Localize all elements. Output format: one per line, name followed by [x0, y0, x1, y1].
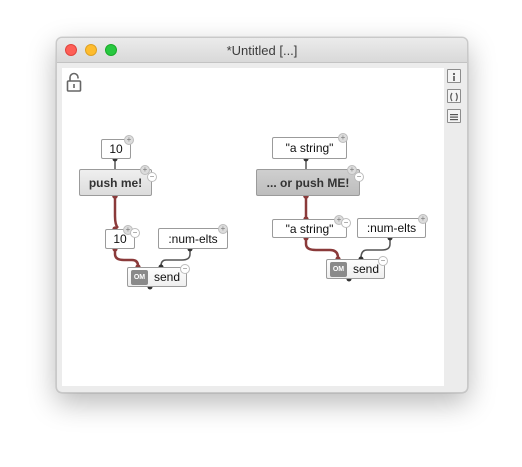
- parentheses-button[interactable]: [447, 89, 461, 103]
- string-value-text: "a string": [285, 141, 334, 155]
- parentheses-icon: [450, 92, 458, 102]
- remove-inlet-icon[interactable]: −: [354, 172, 364, 182]
- keyword-num-elts-text: :num-elts: [168, 231, 218, 246]
- output-value-text: 10: [113, 232, 127, 246]
- keyword-num-elts-text-right: :num-elts: [366, 221, 417, 235]
- wire-keyword2-to-send: [360, 238, 391, 259]
- add-inlet-icon[interactable]: +: [347, 165, 357, 175]
- push-me-button[interactable]: push me!: [79, 169, 152, 196]
- keyword-num-elts-box-right[interactable]: :num-elts: [357, 218, 426, 238]
- wire-value-to-send: [113, 249, 140, 267]
- patch-canvas[interactable]: 10 + push me! + − 10 + − :num-elts + OM …: [62, 68, 444, 386]
- wire-button-to-value: [113, 196, 119, 229]
- value-box-10[interactable]: 10: [101, 139, 131, 159]
- send-function-box-right[interactable]: OM send: [326, 259, 385, 279]
- minimize-button[interactable]: [85, 44, 97, 56]
- or-push-me-button[interactable]: ... or push ME!: [256, 169, 360, 196]
- window-title: *Untitled [...]: [226, 43, 298, 58]
- patch-window: *Untitled [...]: [56, 37, 468, 393]
- list-button[interactable]: [447, 109, 461, 123]
- wire-keyword-to-send: [160, 249, 191, 267]
- remove-inlet-icon[interactable]: −: [341, 218, 351, 228]
- om-badge-icon: OM: [330, 261, 347, 277]
- add-inlet-icon[interactable]: +: [140, 165, 150, 175]
- send-function-box[interactable]: OM send: [127, 267, 187, 287]
- lock-open-icon[interactable]: [66, 72, 82, 92]
- remove-inlet-icon[interactable]: −: [130, 228, 140, 238]
- send-label: send: [154, 270, 181, 284]
- title-bar[interactable]: *Untitled [...]: [57, 38, 467, 63]
- string-value-box[interactable]: "a string": [272, 137, 347, 159]
- string-output-box[interactable]: "a string": [272, 219, 347, 238]
- add-inlet-icon[interactable]: +: [124, 135, 134, 145]
- add-inlet-icon[interactable]: +: [218, 224, 228, 234]
- remove-inlet-icon[interactable]: −: [147, 172, 157, 182]
- push-me-label: push me!: [88, 175, 143, 190]
- remove-inlet-icon[interactable]: −: [378, 256, 388, 266]
- list-icon: [450, 114, 458, 121]
- send-label-right: send: [353, 262, 380, 276]
- add-inlet-icon[interactable]: +: [418, 214, 428, 224]
- info-button[interactable]: [447, 69, 461, 83]
- maximize-button[interactable]: [105, 44, 117, 56]
- remove-inlet-icon[interactable]: −: [180, 264, 190, 274]
- wire-string-to-send: [304, 238, 340, 259]
- value-box-10-text: 10: [109, 142, 123, 156]
- info-icon: [452, 72, 456, 81]
- om-badge-icon: OM: [131, 269, 148, 285]
- add-inlet-icon[interactable]: +: [338, 133, 348, 143]
- keyword-num-elts-box[interactable]: :num-elts: [158, 228, 228, 249]
- close-button[interactable]: [65, 44, 77, 56]
- or-push-me-label: ... or push ME!: [266, 175, 350, 190]
- string-output-text: "a string": [285, 221, 334, 236]
